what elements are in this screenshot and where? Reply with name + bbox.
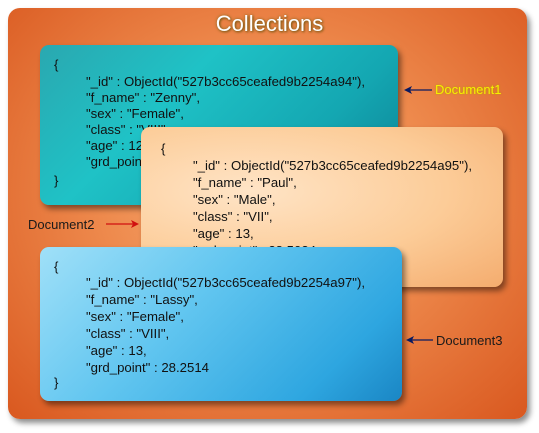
document2-line: "sex" : "Male", xyxy=(193,192,276,207)
document3-line: "grd_point" : 28.2514 xyxy=(86,360,210,375)
document3-arrow xyxy=(406,336,433,344)
document1-line: "sex" : "Female", xyxy=(86,106,184,121)
document-card-3: { "_id" : ObjectId("527b3cc65ceafed9b225… xyxy=(40,247,402,401)
document1-arrow xyxy=(404,86,432,94)
document3-line: "age" : 13, xyxy=(86,343,147,358)
document2-line: { xyxy=(161,141,166,156)
document1-line: } xyxy=(54,173,59,188)
document3-line: "f_name" : "Lassy", xyxy=(86,292,198,307)
document2-line: "_id" : ObjectId("527b3cc65ceafed9b2254a… xyxy=(193,158,473,173)
document2-arrow xyxy=(106,220,139,228)
document3-label: Document3 xyxy=(436,333,503,348)
document3-line: } xyxy=(54,375,59,390)
document1-line: "f_name" : "Zenny", xyxy=(86,90,201,105)
document2-line: "f_name" : "Paul", xyxy=(193,175,297,190)
document3-line: { xyxy=(54,259,59,274)
document1-line: { xyxy=(54,57,59,72)
document2-label: Document2 xyxy=(28,217,95,232)
document3-line: "class" : "VIII", xyxy=(86,326,170,341)
document2-line: "class" : "VII", xyxy=(193,209,273,224)
document1-label: Document1 xyxy=(435,82,502,97)
document3-line: "sex" : "Female", xyxy=(86,309,184,324)
collection-title: Collections xyxy=(215,11,324,36)
document3-line: "_id" : ObjectId("527b3cc65ceafed9b2254a… xyxy=(86,275,366,290)
document2-line: "age" : 13, xyxy=(193,226,254,241)
document1-line: "_id" : ObjectId("527b3cc65ceafed9b2254a… xyxy=(86,74,366,89)
